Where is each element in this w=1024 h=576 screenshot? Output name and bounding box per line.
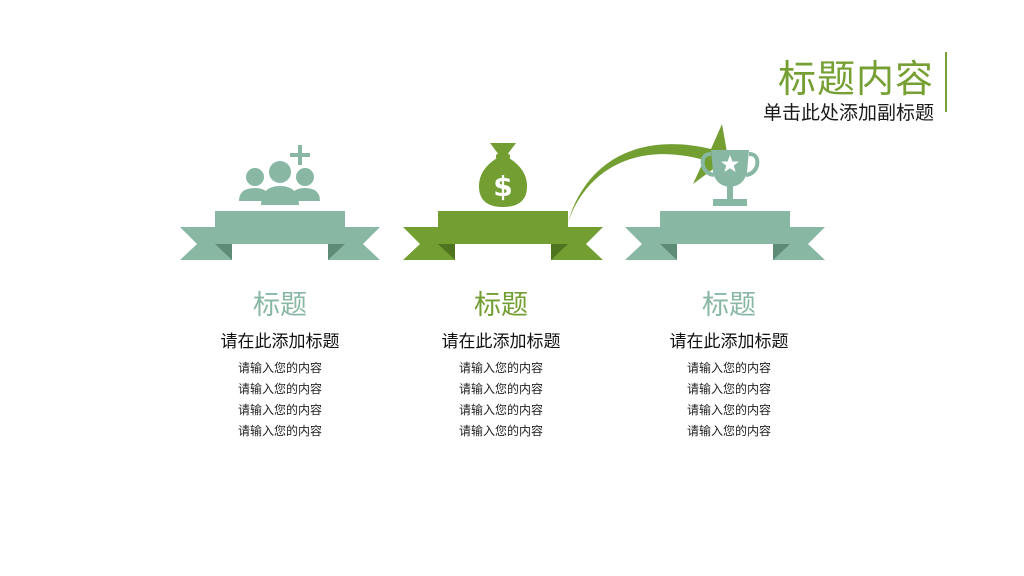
column-content: 请输入您的内容 请输入您的内容 请输入您的内容 请输入您的内容 xyxy=(170,358,390,442)
column-title: 标题 xyxy=(253,290,307,321)
content-line: 请输入您的内容 xyxy=(237,382,322,396)
content-line: 请输入您的内容 xyxy=(686,403,771,417)
people-add-icon xyxy=(239,145,320,205)
content-line: 请输入您的内容 xyxy=(458,424,543,438)
ribbon-2 xyxy=(403,211,603,260)
curved-arrow xyxy=(568,124,728,222)
ribbon-1 xyxy=(180,211,380,260)
slide-title: 标题内容 xyxy=(777,57,934,101)
column-subtitle: 请在此添加标题 xyxy=(220,332,340,352)
column-content: 请输入您的内容 请输入您的内容 请输入您的内容 请输入您的内容 xyxy=(619,358,839,442)
column-subtitle: 请在此添加标题 xyxy=(441,332,561,352)
content-line: 请输入您的内容 xyxy=(237,403,322,417)
column-3: 标题 请在此添加标题 请输入您的内容 请输入您的内容 请输入您的内容 请输入您的… xyxy=(619,286,839,442)
content-line: 请输入您的内容 xyxy=(237,424,322,438)
content-line: 请输入您的内容 xyxy=(686,424,771,438)
content-line: 请输入您的内容 xyxy=(686,361,771,375)
content-line: 请输入您的内容 xyxy=(458,361,543,375)
column-title: 标题 xyxy=(702,290,756,321)
column-2: 标题 请在此添加标题 请输入您的内容 请输入您的内容 请输入您的内容 请输入您的… xyxy=(391,286,611,442)
column-title: 标题 xyxy=(474,290,528,321)
content-line: 请输入您的内容 xyxy=(458,382,543,396)
column-content: 请输入您的内容 请输入您的内容 请输入您的内容 请输入您的内容 xyxy=(391,358,611,442)
content-line: 请输入您的内容 xyxy=(237,361,322,375)
svg-text:$: $ xyxy=(493,170,512,203)
column-subtitle: 请在此添加标题 xyxy=(669,332,789,352)
content-line: 请输入您的内容 xyxy=(686,382,771,396)
column-1: 标题 请在此添加标题 请输入您的内容 请输入您的内容 请输入您的内容 请输入您的… xyxy=(170,286,390,442)
money-bag-icon: $ xyxy=(478,143,528,207)
trophy-icon xyxy=(700,150,760,206)
slide-subtitle: 单击此处添加副标题 xyxy=(762,102,934,124)
header-divider xyxy=(945,52,947,112)
ribbon-3 xyxy=(625,211,825,260)
content-line: 请输入您的内容 xyxy=(458,403,543,417)
